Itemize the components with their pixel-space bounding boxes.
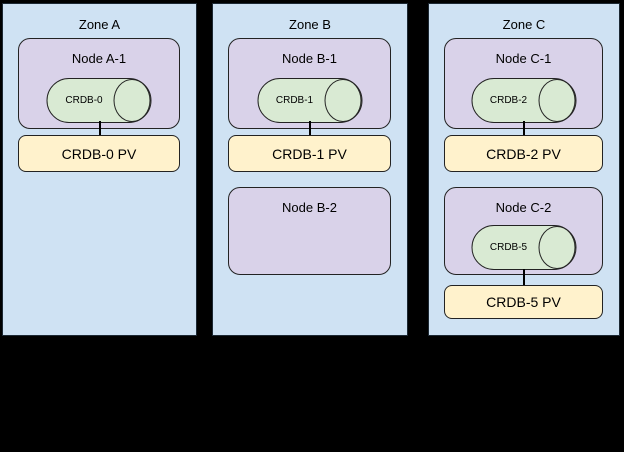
- node-box-c1: Node C-1 CRDB-2: [444, 38, 603, 129]
- node-title: Node A-1: [71, 51, 127, 66]
- node-box-b2: Node B-2: [228, 187, 391, 275]
- cylinder-cap: [538, 226, 575, 269]
- pv-label: CRDB-0 PV: [61, 145, 137, 162]
- connector-line: [98, 121, 101, 135]
- pv-box: CRDB-0 PV: [18, 135, 180, 172]
- cylinder-cap: [113, 79, 151, 122]
- crdb-label: CRDB-2: [489, 95, 528, 106]
- connector-line: [523, 269, 525, 285]
- crdb-label: CRDB-1: [275, 95, 314, 106]
- node-title: Node B-1: [282, 51, 337, 66]
- pv-box: CRDB-2 PV: [444, 135, 603, 172]
- zone-title: Zone C: [502, 17, 546, 32]
- crdb-cylinder: CRDB-5: [471, 225, 576, 270]
- node-title: Node C-1: [495, 51, 552, 66]
- node-box-c2: Node C-2 CRDB-5: [444, 187, 603, 275]
- pv-box: CRDB-5 PV: [444, 285, 603, 319]
- zone-panel-b: Zone B Node B-1 CRDB-1 CRDB-1 PV Node B-…: [212, 3, 408, 336]
- zone-title: Zone B: [289, 17, 331, 32]
- pv-label: CRDB-2 PV: [486, 145, 561, 162]
- node-box-a1: Node A-1 CRDB-0: [18, 38, 180, 129]
- crdb-cylinder: CRDB-2: [471, 78, 576, 123]
- zone-panel-a: Zone A Node A-1 CRDB-0 CRDB-0 PV: [2, 3, 197, 336]
- cylinder-cap: [324, 79, 361, 122]
- zone-panel-c: Zone C Node C-1 CRDB-2 CRDB-2 PV Node C-…: [428, 3, 620, 336]
- connector-line: [309, 121, 311, 135]
- crdb-cylinder: CRDB-1: [257, 78, 362, 123]
- pv-label: CRDB-1 PV: [272, 145, 347, 162]
- node-box-b1: Node B-1 CRDB-1: [228, 38, 391, 129]
- connector-line: [523, 121, 525, 135]
- cylinder-cap: [538, 79, 575, 122]
- node-title: Node C-2: [495, 200, 552, 215]
- crdb-label: CRDB-0: [65, 95, 103, 106]
- crdb-cylinder: CRDB-0: [46, 78, 152, 123]
- crdb-label: CRDB-5: [489, 242, 528, 253]
- node-title: Node B-2: [282, 200, 337, 215]
- pv-label: CRDB-5 PV: [486, 294, 561, 310]
- zone-title: Zone A: [78, 17, 121, 32]
- pv-box: CRDB-1 PV: [228, 135, 391, 172]
